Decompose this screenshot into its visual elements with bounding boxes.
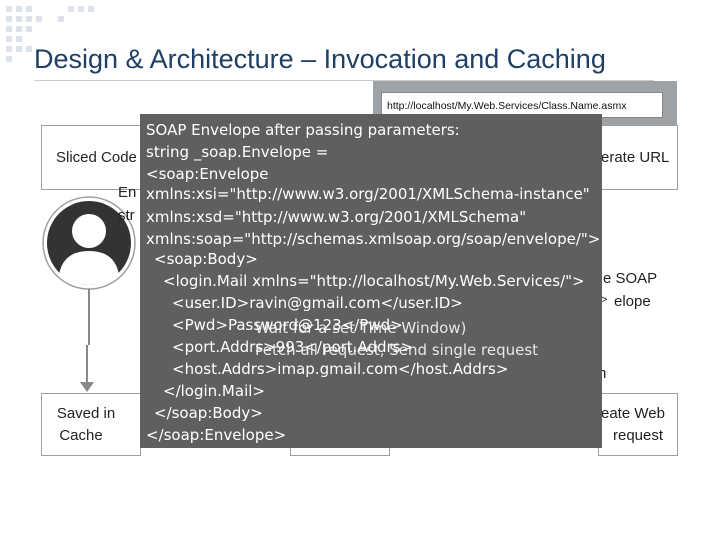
overlay-line-13: </login.Mail>: [163, 382, 265, 400]
sliced-code-box: Sliced Code: [41, 125, 141, 190]
create-web-request-box: eate Web request: [598, 393, 678, 456]
overlay-line-15: </soap:Envelope>: [146, 426, 287, 444]
saved-in-cache-line2: Cache: [59, 426, 103, 444]
overlay-line-3: <soap:Envelope: [146, 165, 269, 183]
overlay-line-10: <Pwd>Password@123</Pwd>: [172, 316, 403, 334]
saved-in-cache-box: Saved in Cache: [41, 393, 141, 456]
background-fetch-text: Fetch all request, Send single request: [255, 341, 539, 359]
right-fragment-soap: e SOAP: [603, 270, 658, 287]
left-fragment-str: str: [118, 207, 135, 224]
saved-in-cache-line1: Saved in: [56, 404, 116, 422]
arrowhead-icon: [80, 382, 94, 392]
overlay-line-14: </soap:Body>: [154, 404, 263, 422]
overlay-line-7: <soap:Body>: [154, 250, 258, 268]
overlay-line-11: <port.Addrs>993</port.Addrs>: [172, 338, 414, 356]
right-fragment-arrow: >: [601, 294, 608, 306]
decorative-dot-grid: [0, 0, 110, 70]
overlay-line-1: SOAP Envelope after passing parameters:: [146, 121, 460, 139]
connector-arrow: [86, 345, 88, 385]
sliced-code-label: Sliced Code: [56, 148, 137, 166]
overlay-line-9: <user.ID>ravin@gmail.com</user.ID>: [172, 294, 463, 312]
user-avatar-icon: [42, 196, 136, 345]
overlay-line-2: string _soap.Envelope =: [146, 143, 329, 161]
overlay-line-6: xmlns:soap="http://schemas.xmlsoap.org/s…: [146, 230, 601, 248]
slide-title: Design & Architecture – Invocation and C…: [34, 44, 606, 74]
create-web-request-line2: request: [613, 426, 664, 444]
overlay-line-5: xmlns:xsd="http://www.w3.org/2001/XMLSch…: [146, 208, 527, 226]
left-fragment-en: En: [118, 184, 137, 201]
overlay-line-12: <host.Addrs>imap.gmail.com</host.Addrs>: [172, 360, 509, 378]
generate-url-label: erate URL: [601, 148, 670, 166]
overlay-line-8: <login.Mail xmlns="http://localhost/My.W…: [163, 272, 585, 290]
title-divider: [34, 80, 654, 81]
overlay-line-4: xmlns:xsi="http://www.w3.org/2001/XMLSch…: [146, 185, 590, 203]
right-fragment-n: n: [598, 365, 607, 382]
create-web-request-line1: eate Web: [601, 404, 665, 422]
soap-envelope-overlay: [140, 114, 602, 448]
background-wait-text: Wait for a set Time Window): [255, 319, 467, 337]
right-fragment-envelope: elope: [614, 293, 651, 310]
generate-url-box: erate URL: [598, 125, 678, 190]
